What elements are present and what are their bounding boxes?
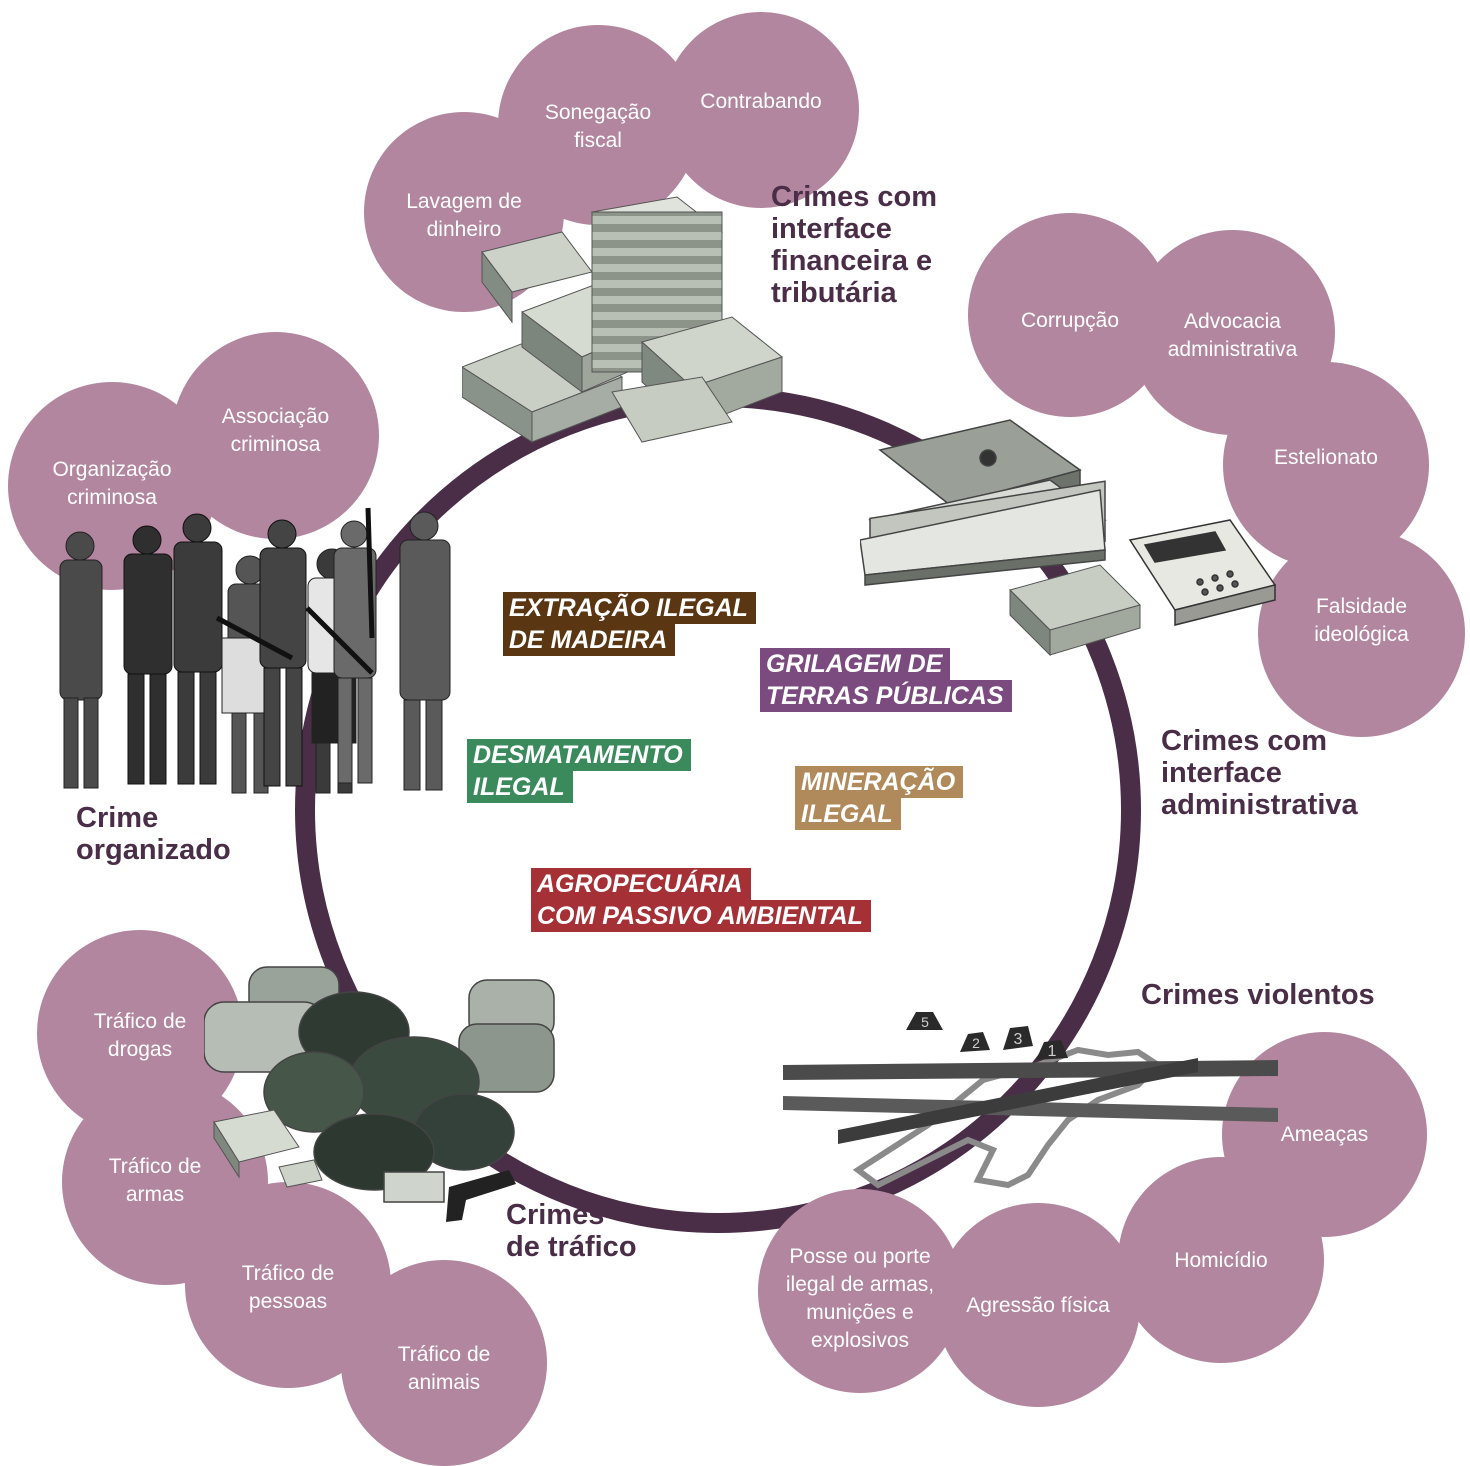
crime-scene-image: 5 2 3 1 [783, 1012, 1278, 1189]
label-sonegacao-fiscal: Sonegação fiscal [544, 101, 652, 152]
svg-text:5: 5 [921, 1014, 929, 1030]
label-organizacao-criminosa: Organização criminosa [52, 458, 172, 509]
rifle-icon [215, 507, 375, 675]
label-posse-ilegal-armas: Posse ou porte ilegal de armas, munições… [785, 1245, 935, 1352]
package-icon [204, 966, 555, 1203]
group-of-people-image [59, 507, 451, 794]
calculator-icon [1128, 519, 1277, 626]
caution-tape-icon [783, 1058, 1278, 1144]
bubble-estelionato [1223, 362, 1429, 568]
person-icon [259, 519, 307, 787]
title-crimes-administrativa: Crimes com interface administrativa [1161, 725, 1358, 821]
title-crimes-financeira: Crimes com interface financeira e tribut… [771, 181, 938, 309]
cash-bundle-icon [213, 1109, 323, 1188]
label-corrupcao: Corrupção [1020, 309, 1120, 332]
svg-text:3: 3 [1014, 1031, 1023, 1048]
money-bundle-icon [462, 196, 784, 443]
label-estelionato: Estelionato [1274, 446, 1378, 469]
money-stack-image [462, 196, 784, 443]
label-trafico-de-armas: Tráfico de armas [108, 1155, 202, 1206]
label-trafico-de-animais: Tráfico de animais [397, 1343, 491, 1394]
activity-agropecuaria-passivo-ambiental: AGROPECUÁRIA COM PASSIVO AMBIENTAL [531, 868, 871, 932]
label-ameacas: Ameaças [1280, 1123, 1369, 1146]
label-homicidio: Homicídio [1174, 1249, 1268, 1272]
person-icon [59, 531, 103, 789]
person-icon [123, 525, 173, 785]
drug-packages-image [204, 966, 555, 1222]
label-trafico-de-drogas: Tráfico de drogas [93, 1010, 187, 1061]
bubble-trafico-de-animais [341, 1260, 547, 1466]
binder-icon [860, 419, 1107, 586]
svg-text:2: 2 [972, 1035, 980, 1051]
bubble-homicidio [1118, 1157, 1324, 1363]
label-advocacia-administrativa: Advocacia administrativa [1167, 310, 1298, 361]
bubble-posse-ilegal-armas [758, 1189, 962, 1393]
bubble-agressao-fisica [936, 1203, 1140, 1407]
svg-text:1: 1 [1048, 1043, 1057, 1060]
binders-calculator-image [860, 419, 1277, 657]
title-crime-organizado: Crime organizado [76, 802, 231, 866]
label-falsidade-ideologica: Falsidade ideológica [1314, 595, 1409, 646]
activity-extracao-ilegal-madeira: EXTRAÇÃO ILEGAL DE MADEIRA [503, 592, 756, 656]
person-icon [399, 511, 451, 791]
label-associacao-criminosa: Associação criminosa [221, 405, 330, 456]
title-crimes-violentos: Crimes violentos [1141, 979, 1375, 1011]
bubble-falsidade-ideologica [1258, 530, 1465, 737]
handgun-icon [446, 1170, 516, 1222]
bubble-associacao-criminosa [172, 332, 379, 539]
evidence-marker-icon: 5 2 3 1 [906, 1012, 1068, 1060]
activity-mineracao-ilegal: MINERAÇÃO ILEGAL [795, 766, 964, 830]
cash-bundle-icon [1009, 564, 1141, 657]
label-trafico-de-pessoas: Tráfico de pessoas [241, 1262, 335, 1313]
label-agressao-fisica: Agressão física [966, 1294, 1110, 1317]
activity-grilagem-terras-publicas: GRILAGEM DE TERRAS PÚBLICAS [760, 648, 1012, 712]
title-crimes-de-trafico: Crimes de tráfico [506, 1199, 637, 1263]
label-lavagem-de-dinheiro: Lavagem de dinheiro [406, 190, 522, 241]
activity-desmatamento-ilegal: DESMATAMENTO ILEGAL [467, 739, 691, 803]
person-icon [173, 513, 223, 785]
label-contrabando: Contrabando [700, 90, 822, 113]
